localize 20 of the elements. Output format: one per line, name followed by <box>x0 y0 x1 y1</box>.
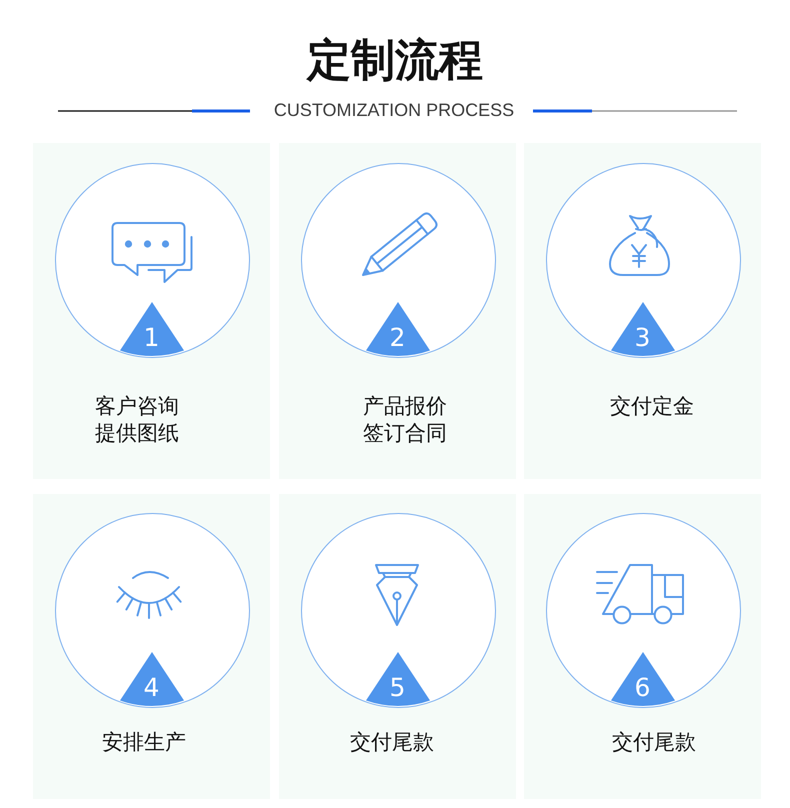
step-number: 6 <box>634 672 650 702</box>
step-number: 1 <box>144 322 160 352</box>
step-number: 3 <box>634 322 650 352</box>
step-card <box>279 143 516 479</box>
step-card <box>279 494 516 799</box>
step-card <box>33 494 270 799</box>
step-caption: 交付尾款 <box>611 729 697 756</box>
step-number: 5 <box>390 672 406 702</box>
page-subtitle: CUSTOMIZATION PROCESS <box>274 99 514 121</box>
step-caption: 交付定金 <box>609 393 695 420</box>
step-caption: 安排生产 <box>101 729 187 756</box>
step-card <box>524 143 761 479</box>
step-caption: 交付尾款 <box>349 729 435 756</box>
step-card <box>524 494 761 799</box>
step-caption: 客户咨询提供图纸 <box>94 393 180 447</box>
step-number: 2 <box>390 322 406 352</box>
step-card <box>33 143 270 479</box>
step-number: 4 <box>144 672 160 702</box>
step-caption: 产品报价签订合同 <box>362 393 448 447</box>
page-title: 定制流程 <box>307 34 483 88</box>
